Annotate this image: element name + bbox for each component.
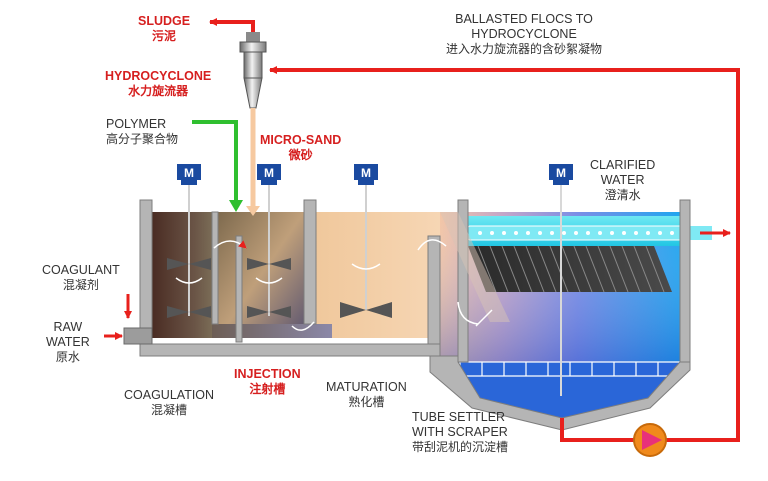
polymer-label: POLYMER 高分子聚合物 bbox=[106, 117, 178, 147]
polymer-label-zh: 高分子聚合物 bbox=[106, 132, 179, 146]
mixer-injection: M bbox=[247, 164, 291, 318]
injection-label-zh: 注射槽 bbox=[249, 382, 286, 396]
coagulation-label-zh: 混凝槽 bbox=[151, 403, 188, 417]
mixer-motor-icon: M bbox=[177, 164, 201, 185]
svg-text:M: M bbox=[556, 166, 566, 180]
coagulation-label: COAGULATION 混凝槽 bbox=[124, 388, 214, 418]
sludge-label-zh: 污泥 bbox=[152, 29, 177, 43]
mixer-motor-icon: M bbox=[354, 164, 378, 185]
clarified-water-label: CLARIFIED WATER 澄清水 bbox=[590, 158, 655, 203]
hydrocyclone-label: HYDROCYCLONE 水力旋流器 bbox=[105, 69, 211, 99]
coagulant-label-en: COAGULANT bbox=[42, 263, 120, 277]
maturation-label: MATURATION 熟化槽 bbox=[326, 380, 407, 410]
mixer-settler-scraper: M bbox=[549, 164, 573, 396]
impeller-icon bbox=[167, 258, 211, 318]
injection-liquid bbox=[218, 212, 304, 338]
hydrocyclone-label-zh: 水力旋流器 bbox=[128, 84, 189, 98]
raw-water-line1: RAW bbox=[53, 320, 83, 334]
coagulant-label: COAGULANT 混凝剂 bbox=[42, 263, 120, 293]
sludge-label: SLUDGE 污泥 bbox=[138, 14, 190, 44]
ballasted-line1: BALLASTED FLOCS TO bbox=[455, 12, 593, 26]
collector-holes bbox=[478, 231, 674, 235]
settler-to-pump-line bbox=[560, 418, 640, 442]
raw-water-line2: WATER bbox=[46, 335, 90, 349]
maturation-liquid bbox=[316, 212, 440, 338]
settler-slope bbox=[440, 212, 510, 322]
tube-settler-zh: 带刮泥机的沉淀槽 bbox=[412, 440, 509, 454]
coagulant-label-zh: 混凝剂 bbox=[62, 278, 99, 292]
micro-sand-label: MICRO-SAND 微砂 bbox=[260, 133, 341, 163]
flow-arrows bbox=[175, 239, 493, 331]
clarified-line2: WATER bbox=[600, 173, 645, 187]
micro-sand-label-en: MICRO-SAND bbox=[260, 133, 342, 147]
passage-liquid bbox=[212, 324, 332, 338]
svg-text:M: M bbox=[361, 166, 371, 180]
tube-settler-lines bbox=[477, 245, 665, 293]
ballasted-line2: HYDROCYCLONE bbox=[471, 27, 577, 41]
pump-icon bbox=[633, 423, 667, 457]
ballasted-zh: 进入水力旋流器的含砂絮凝物 bbox=[446, 42, 603, 56]
mixer-coagulation: M bbox=[167, 164, 211, 318]
raw-water-label: RAW WATER 原水 bbox=[46, 320, 90, 365]
mixer-maturation: M bbox=[340, 164, 392, 318]
clarified-zh: 澄清水 bbox=[604, 188, 641, 202]
impeller-icon bbox=[340, 302, 392, 318]
polymer-label-en: POLYMER bbox=[106, 117, 167, 131]
svg-text:M: M bbox=[264, 166, 274, 180]
coagulation-liquid bbox=[152, 212, 212, 338]
micro-sand-arrowhead bbox=[246, 206, 260, 216]
coagulation-label-en: COAGULATION bbox=[124, 388, 215, 402]
ballasted-floc-return-line bbox=[269, 66, 740, 442]
mixer-motor-icon: M bbox=[549, 164, 573, 185]
maturation-label-en: MATURATION bbox=[326, 380, 407, 394]
sludge-label-en: SLUDGE bbox=[138, 14, 191, 28]
polymer-line bbox=[192, 120, 238, 202]
hydrocyclone-icon bbox=[239, 32, 267, 109]
injection-label: INJECTION 注射槽 bbox=[234, 367, 301, 397]
clarified-collector-pipe bbox=[467, 225, 691, 241]
micro-sand-label-zh: 微砂 bbox=[288, 148, 313, 162]
tube-settler-label: TUBE SETTLER WITH SCRAPER 带刮泥机的沉淀槽 bbox=[412, 410, 508, 455]
clarified-line1: CLARIFIED bbox=[590, 158, 656, 172]
raw-water-inlet-pipe bbox=[123, 327, 153, 345]
tube-settler-line1: TUBE SETTLER bbox=[412, 410, 506, 424]
hydrocyclone-label-en: HYDROCYCLONE bbox=[105, 69, 212, 83]
maturation-label-zh: 熟化槽 bbox=[348, 395, 385, 409]
ballasted-flocs-label: BALLASTED FLOCS TO HYDROCYCLONE 进入水力旋流器的… bbox=[446, 12, 602, 57]
polymer-arrowhead bbox=[229, 200, 243, 212]
sludge-outlet-line bbox=[209, 18, 255, 32]
injection-label-en: INJECTION bbox=[234, 367, 301, 381]
raw-water-zh: 原水 bbox=[55, 350, 80, 364]
svg-text:M: M bbox=[184, 166, 194, 180]
mixer-motor-icon: M bbox=[257, 164, 281, 185]
tube-settler-line2: WITH SCRAPER bbox=[412, 425, 508, 439]
tank-walls bbox=[139, 199, 691, 431]
impeller-icon bbox=[247, 258, 291, 318]
